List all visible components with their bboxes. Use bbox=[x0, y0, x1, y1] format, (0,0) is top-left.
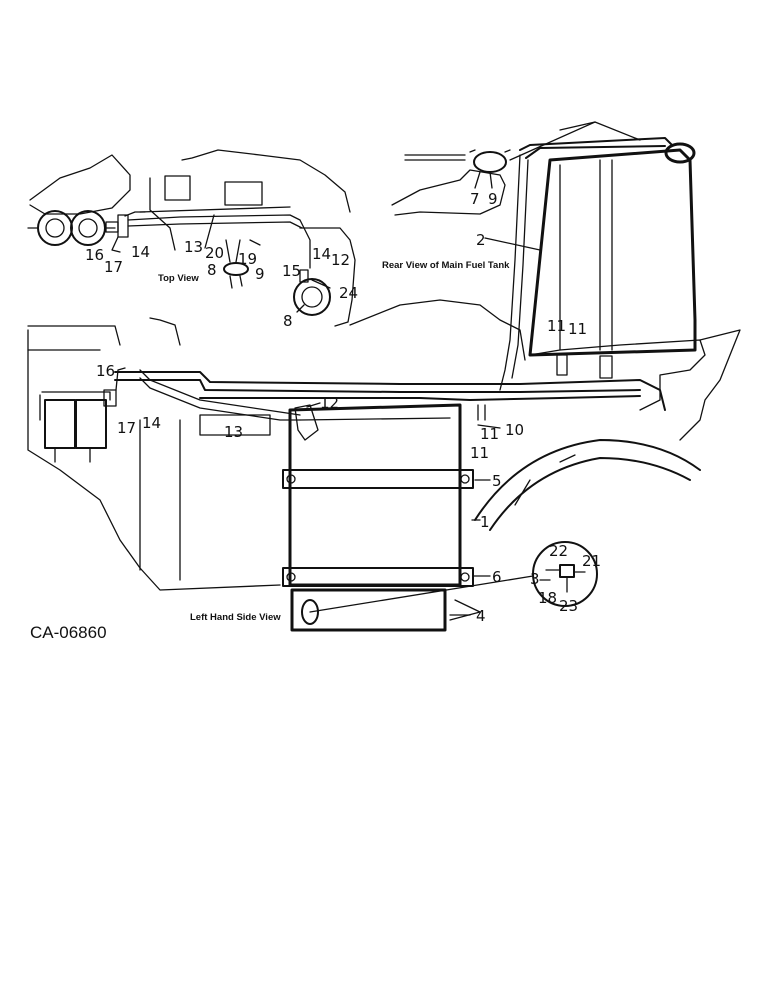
top-view-caption: Top View bbox=[158, 273, 199, 284]
callout-14-side: 14 bbox=[142, 414, 161, 432]
callout-numbers: 1 2 3 4 5 6 7 8 8 9 9 10 11 11 11 11 12 … bbox=[85, 190, 601, 625]
callout-11-a: 11 bbox=[547, 317, 566, 335]
callout-23: 23 bbox=[559, 597, 578, 615]
callout-3: 3 bbox=[530, 570, 540, 588]
callout-11-c: 11 bbox=[480, 425, 499, 443]
callout-8-top: 8 bbox=[207, 261, 217, 279]
callout-16-side: 16 bbox=[96, 362, 115, 380]
callout-1: 1 bbox=[480, 513, 490, 531]
callout-19: 19 bbox=[238, 250, 257, 268]
callout-13-side: 13 bbox=[224, 423, 243, 441]
callout-9-rear: 9 bbox=[488, 190, 498, 208]
callout-22: 22 bbox=[549, 542, 568, 560]
callout-18: 18 bbox=[538, 589, 557, 607]
top-view-illustration bbox=[27, 149, 356, 327]
callout-12-top: 12 bbox=[331, 251, 350, 269]
callout-20: 20 bbox=[205, 244, 224, 262]
callout-2: 2 bbox=[476, 231, 486, 249]
left-side-view-illustration bbox=[27, 299, 741, 632]
callout-11-d: 11 bbox=[470, 444, 489, 462]
callout-17-top: 17 bbox=[104, 258, 123, 276]
callout-10: 10 bbox=[505, 421, 524, 439]
callout-24: 24 bbox=[339, 284, 358, 302]
callout-6: 6 bbox=[492, 568, 502, 586]
callout-14-top: 14 bbox=[131, 243, 150, 261]
callout-8-bowl: 8 bbox=[283, 312, 293, 330]
callout-12-side: 12 bbox=[320, 394, 339, 412]
callout-5: 5 bbox=[492, 472, 502, 490]
callout-16-top: 16 bbox=[85, 246, 104, 264]
callout-15: 15 bbox=[282, 262, 301, 280]
callout-11-b: 11 bbox=[568, 320, 587, 338]
callout-4: 4 bbox=[476, 607, 486, 625]
callout-9-top: 9 bbox=[255, 265, 265, 283]
rear-view-caption: Rear View of Main Fuel Tank bbox=[382, 260, 510, 271]
left-side-view-caption: Left Hand Side View bbox=[190, 612, 281, 623]
callout-21: 21 bbox=[582, 552, 601, 570]
callout-13-top: 13 bbox=[184, 238, 203, 256]
callout-17-side: 17 bbox=[117, 419, 136, 437]
callout-14-top-right: 14 bbox=[312, 245, 331, 263]
drawing-code: CA-06860 bbox=[30, 623, 107, 642]
leader-lines bbox=[204, 171, 551, 616]
callout-7: 7 bbox=[470, 190, 480, 208]
rear-view-illustration bbox=[391, 121, 697, 391]
